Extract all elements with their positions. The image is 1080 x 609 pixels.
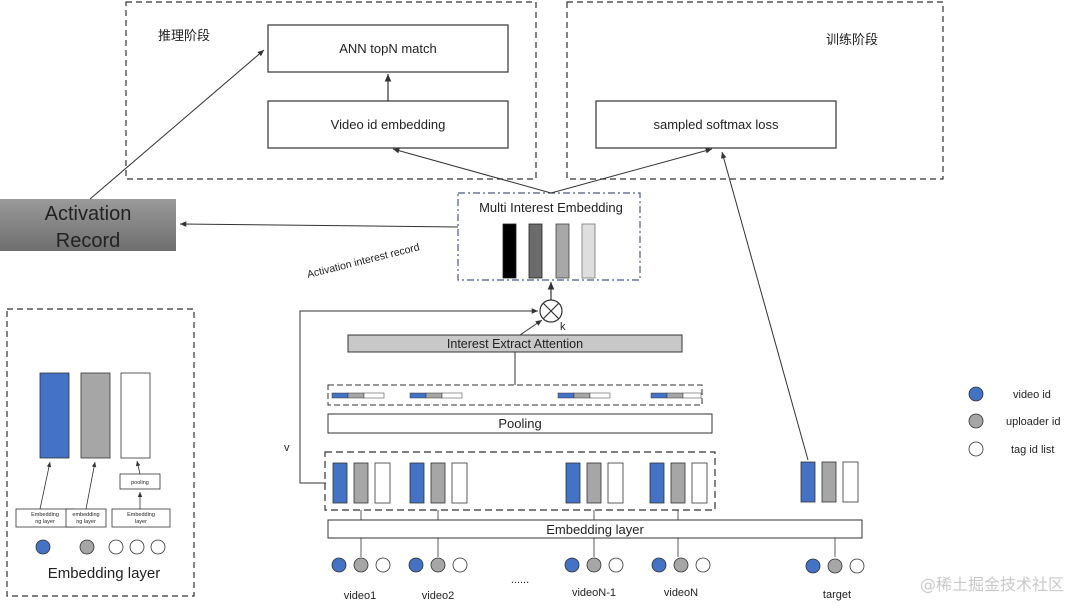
training-stage-title: 训练阶段	[826, 33, 878, 48]
interest-bar-2	[528, 223, 543, 279]
input-label-video2: video2	[422, 590, 454, 602]
softmax-loss-box	[595, 100, 837, 149]
inset-arrow-2	[85, 461, 97, 510]
inset-pooling-label: pooling	[131, 480, 149, 486]
inset-uploader-id-bar	[80, 372, 111, 459]
inset-embedding-2-line1: embedding	[72, 512, 99, 518]
pooling-label: Pooling	[498, 416, 541, 431]
multi-interest-frame	[457, 192, 641, 281]
behavior-sequence-frame	[324, 451, 716, 511]
interest-to-activation-arrow	[179, 221, 459, 228]
inset-arrow-4	[135, 460, 141, 475]
inset-embedding-2-line2: ng layer	[76, 519, 96, 525]
input-features-videoN-1	[564, 557, 624, 573]
multiply-cross-b	[542, 302, 560, 320]
v-label: v	[284, 442, 290, 454]
legend-video-id-swatch	[968, 386, 984, 402]
inset-tag-id-bar	[120, 372, 151, 459]
embedding-group-video2	[409, 462, 468, 504]
interest-extract-attention-label: Interest Extract Attention	[447, 337, 583, 351]
k-label: k	[560, 321, 566, 333]
interest-bar-3	[555, 223, 570, 279]
input-connectors	[360, 538, 836, 557]
inset-embedding-3-line2: layer	[135, 519, 147, 525]
inset-tag-circle-3	[150, 539, 166, 555]
inset-video-id-circle	[35, 539, 51, 555]
v-path-arrow	[299, 308, 538, 484]
inference-stage-title: 推理阶段	[158, 29, 210, 44]
inset-title: Embedding layer	[48, 565, 161, 582]
input-features-videoN	[651, 557, 711, 573]
inset-embedding-1-line2: ng layer	[35, 519, 55, 525]
interest-to-loss-arrow	[550, 147, 713, 194]
embedding-group-video1	[332, 462, 391, 504]
legend-tag-id-swatch	[968, 441, 984, 457]
inset-uploader-id-circle	[79, 539, 95, 555]
interest-bar-1	[502, 223, 517, 279]
pooling-box	[327, 413, 713, 434]
inference-stage-frame	[125, 1, 537, 180]
watermark: @稀土掘金技术社区	[919, 575, 1064, 594]
video-embedding-label: Video id embedding	[331, 117, 446, 132]
input-label-video1: video1	[344, 590, 376, 602]
activation-interest-record-label: Activation interest record	[306, 241, 421, 281]
video-embedding-box	[267, 100, 509, 149]
legend-tag-id-label: tag id list	[1011, 444, 1054, 456]
pooled-embedding-4	[650, 392, 702, 399]
sequence-connectors	[360, 510, 679, 520]
activation-record-box	[0, 199, 176, 251]
pooled-embedding-1	[331, 392, 385, 399]
interest-to-video-embedding-arrow	[392, 147, 552, 194]
inset-embedding-3-line1: Embedding	[127, 512, 155, 518]
inset-arrow-1	[39, 461, 52, 510]
inset-embedding-1-line1: Embedding	[31, 512, 59, 518]
ann-topn-box	[267, 24, 509, 73]
embedding-group-target	[800, 461, 859, 503]
legend: video id uploader id tag id list	[968, 386, 1060, 457]
ann-topn-label: ANN topN match	[339, 41, 437, 56]
legend-video-id-label: video id	[1013, 389, 1051, 401]
attention-to-multiply-arrow	[519, 319, 543, 336]
activation-record-line2: Record	[56, 230, 120, 252]
input-features-video2	[408, 557, 468, 573]
embedding-inset-frame	[6, 308, 195, 597]
input-label-videoN: videoN	[664, 587, 698, 599]
activation-to-ann-arrow	[89, 49, 265, 200]
pooled-embedding-2	[409, 392, 463, 399]
embedding-group-videoN	[649, 462, 708, 504]
legend-uploader-id-swatch	[968, 413, 984, 429]
inset-tag-circle-1	[108, 539, 124, 555]
embedding-layer-label: Embedding layer	[546, 522, 644, 537]
pooled-embeddings-frame	[327, 384, 703, 406]
embedding-layer-box	[327, 519, 863, 539]
training-stage-frame	[566, 1, 944, 180]
softmax-loss-label: sampled softmax loss	[654, 117, 779, 132]
inset-tag-circle-2	[129, 539, 145, 555]
legend-uploader-id-label: uploader id	[1006, 416, 1060, 428]
input-label-target: target	[823, 589, 851, 601]
activation-record-line1: Activation	[45, 203, 132, 225]
input-features-target	[805, 558, 865, 574]
interest-bar-4	[581, 223, 596, 279]
input-label-videoN-1: videoN-1	[572, 587, 616, 599]
inset-video-id-bar	[39, 372, 70, 459]
multi-interest-label: Multi Interest Embedding	[479, 200, 623, 215]
pooled-embedding-3	[557, 392, 611, 399]
sequence-ellipsis: ......	[511, 574, 529, 586]
target-to-loss-arrow	[720, 151, 809, 461]
inset-embedding-box-3	[111, 508, 171, 528]
embedding-group-videoN-1	[565, 462, 624, 504]
input-features-video1	[331, 557, 391, 573]
